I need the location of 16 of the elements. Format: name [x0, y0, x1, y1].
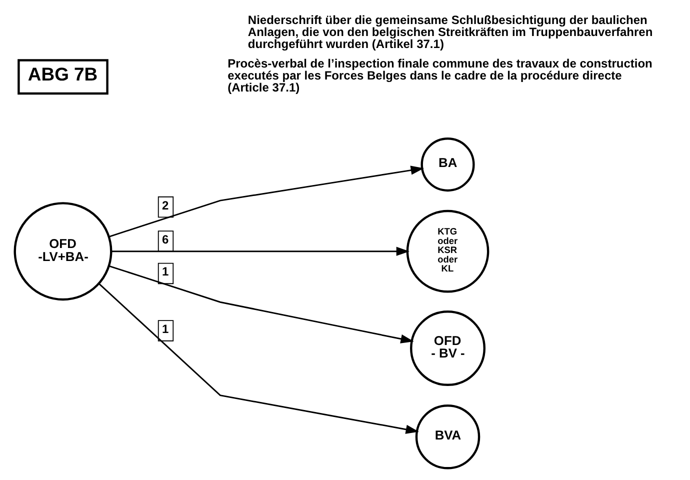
arrow	[108, 265, 414, 344]
node-circle: OFD -LV+BA-	[14, 202, 112, 301]
node-circle: BVA	[415, 404, 480, 470]
edge-label: 2	[162, 198, 169, 212]
edge-label: 1	[162, 322, 169, 336]
edge-label: 1	[162, 264, 169, 279]
node-circle: BA	[420, 138, 475, 192]
arrow	[112, 246, 410, 256]
arrow	[108, 166, 424, 238]
arrow	[98, 283, 419, 434]
node-circle: OFD - BV -	[410, 310, 486, 386]
node-box: ABG 7B	[18, 59, 108, 95]
diagram-title: Niederschrift über die gemeinsame Schlußbesichtigung der baulichen Anlagen, die von den belgischen Streitkräften im Truppenbauverfahren durchgeführt wurden (Artikel 37.1)	[248, 13, 653, 52]
label: Procès-verbal de l’inspection finale commune des travaux de construction executés par les Forces Belges dans le cadre de la procédure directe (Article 37.1)	[228, 56, 652, 95]
node-circle: KTG oder KSR oder KL	[406, 210, 490, 293]
edge-label: 6	[162, 232, 169, 246]
